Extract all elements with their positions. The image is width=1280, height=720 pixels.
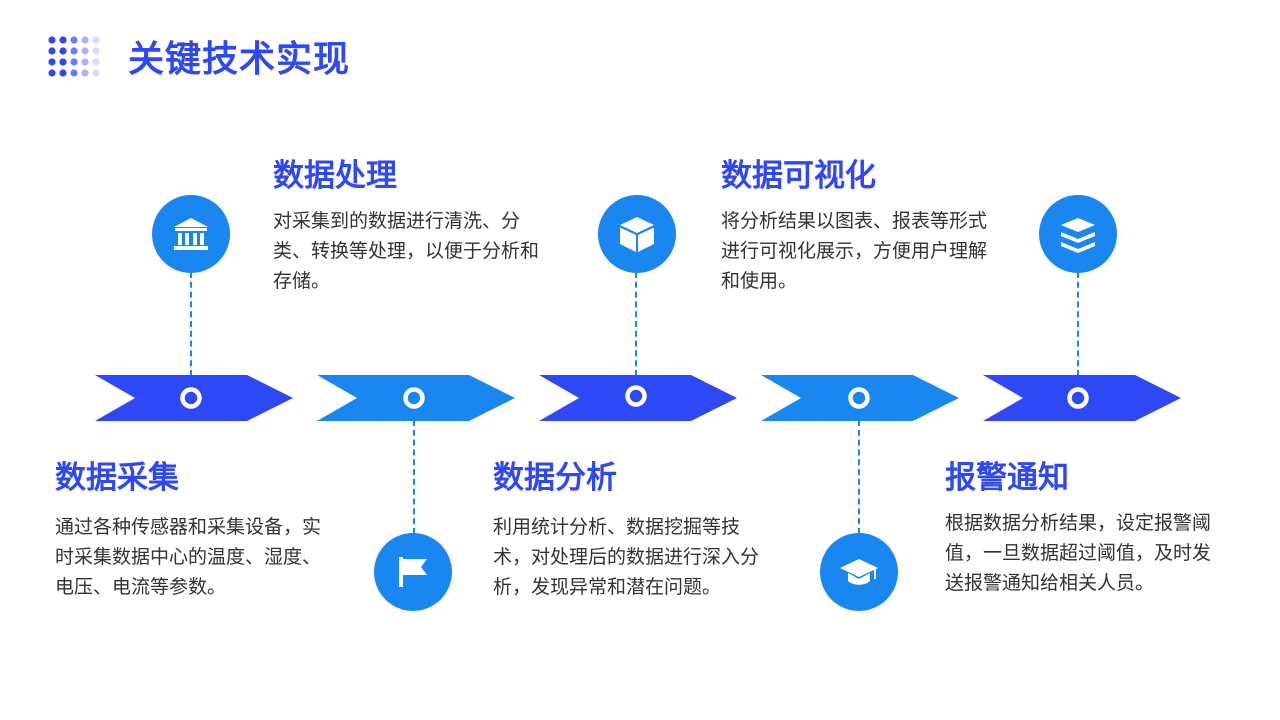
connector-line xyxy=(858,420,860,534)
step-3-description: 利用统计分析、数据挖掘等技术，对处理后的数据进行深入分析，发现异常和潜在问题。 xyxy=(493,516,760,598)
step-3-icon-circle xyxy=(598,195,676,273)
timeline-arrow xyxy=(761,375,959,421)
timeline-arrow xyxy=(95,375,293,421)
step-1-icon-circle xyxy=(374,533,452,611)
timeline-arrow xyxy=(983,375,1181,421)
page-title: 关键技术实现 xyxy=(128,39,351,80)
step-3-title: 数据分析 xyxy=(493,460,617,496)
graduation-cap-icon xyxy=(840,559,878,585)
logo-dots-icon xyxy=(48,36,100,77)
step-4-icon-circle xyxy=(820,533,898,611)
bank-building-icon xyxy=(174,218,208,250)
step-2-icon-circle xyxy=(152,195,230,273)
connector-line xyxy=(190,272,192,376)
flag-icon xyxy=(399,557,427,587)
connector-line xyxy=(1077,272,1079,376)
step-4-description: 将分析结果以图表、报表等形式进行可视化展示，方便用户理解和使用。 xyxy=(721,210,988,292)
step-1-title: 数据采集 xyxy=(55,460,179,496)
step-4-title: 数据可视化 xyxy=(721,158,876,194)
step-5-description: 根据数据分析结果，设定报警阈值，一旦数据超过阈值，及时发送报警通知给相关人员。 xyxy=(945,512,1212,594)
timeline-arrow xyxy=(539,375,737,421)
connector-line xyxy=(635,272,637,376)
step-2-description: 对采集到的数据进行清洗、分类、转换等处理，以便于分析和存储。 xyxy=(273,210,540,292)
timeline-arrow xyxy=(317,375,515,421)
connector-line xyxy=(413,420,415,534)
step-1-description: 通过各种传感器和采集设备，实时采集数据中心的温度、湿度、电压、电流等参数。 xyxy=(55,516,322,598)
cube-icon xyxy=(620,217,654,252)
step-5-title: 报警通知 xyxy=(945,460,1069,496)
step-2-title: 数据处理 xyxy=(273,158,397,194)
step-5-icon-circle xyxy=(1039,195,1117,273)
layers-stack-icon xyxy=(1061,218,1095,253)
